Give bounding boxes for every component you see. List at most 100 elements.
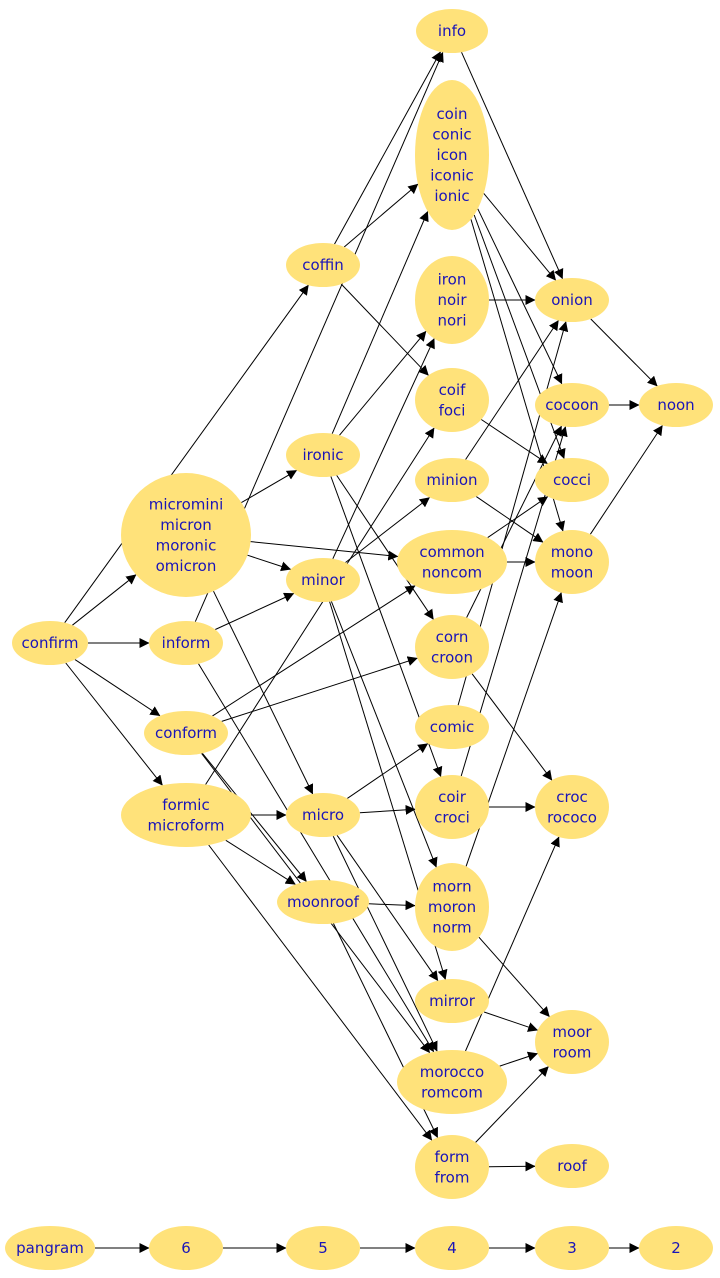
node-label: nori [437,312,466,330]
edge-morocco-to-croc [465,836,560,1052]
node-ellipse [535,1226,609,1270]
node-ellipse [149,1226,223,1270]
node-label: comic [430,718,474,736]
edge-micromini-to-common [250,541,399,561]
edge-micro-to-comic [347,743,429,799]
node-label: norm [432,919,471,937]
node-ellipse [535,1144,609,1188]
node-ellipse [535,383,609,427]
node-label: micro [302,806,344,824]
edge-coffin-to-coin [343,183,419,248]
edge-morn-to-moor [478,936,550,1017]
edge-micro-to-mirror [336,835,439,982]
node-ellipse [416,9,488,53]
node-ellipse [121,473,251,597]
edge-ironic-to-corn [336,475,434,620]
node-ellipse [415,979,489,1023]
node-label: 5 [318,1239,328,1257]
node-label: 4 [447,1239,457,1257]
node-ellipse [535,278,609,322]
node-label: form [435,1148,470,1166]
node-ellipse [535,775,609,839]
node-label: cocoon [545,396,599,414]
node-onion: onion [535,278,609,322]
edge-confirm-to-coffin [64,284,309,623]
edge-micro-to-morocco [332,835,438,1052]
node-label: romcom [421,1083,483,1101]
node-ellipse [5,1226,95,1270]
nodes-layer: infocoinconiciconiconicioniccoffinironno… [5,9,713,1270]
node-ellipse [415,775,489,839]
node-ellipse [121,783,251,847]
edge-minor-to-morn [330,601,438,868]
node-ellipse [149,621,223,665]
node-ellipse [639,383,713,427]
edge-moonroof-to-morn [368,900,416,911]
edge-coffin-to-info [334,51,441,245]
node-ellipse [277,880,369,924]
node-ellipse [12,621,88,665]
node-label: moor [552,1023,592,1041]
edge-confirm-to-micromini [72,574,137,626]
node-label: iron [438,271,467,289]
node-ellipse [397,1050,507,1114]
node-label: coir [438,788,467,806]
node-label: moron [428,898,476,916]
node-ellipse [286,558,360,602]
node-label: from [435,1168,470,1186]
node-label: conform [155,724,217,742]
node-label: formic [162,796,209,814]
node-label: morn [432,878,471,896]
node-label: pangram [16,1239,84,1257]
node-moor: moor room [535,1010,609,1074]
node-ellipse [286,793,360,837]
node-label: moon [551,563,593,581]
node-ellipse [415,80,489,230]
node-label: moronic [156,536,217,554]
node-ellipse [535,458,609,502]
node-label: coin [436,105,467,123]
edges-layer [64,51,663,1253]
node-n3: 3 [535,1226,609,1270]
node-label: room [553,1043,592,1061]
node-n6: 6 [149,1226,223,1270]
node-info: info [416,9,488,53]
node-label: noir [437,291,467,309]
node-ellipse [415,256,489,344]
edge-morocco-to-moor [499,1051,538,1067]
node-pangram: pangram [5,1226,95,1270]
edge-coif-to-cocci [481,419,548,465]
edge-micromini-to-minor [247,554,292,572]
node-noon: noon [639,383,713,427]
node-label: ionic [434,187,469,205]
node-label: iconic [430,167,474,185]
node-label: moonroof [287,893,360,911]
node-n4: 4 [415,1226,489,1270]
edge-onion-to-noon [590,318,658,387]
node-label: coffin [302,256,343,274]
edge-inform-to-morocco [198,663,435,1053]
node-ellipse [415,1226,489,1270]
node-label: info [438,22,466,40]
node-label: onion [551,291,593,309]
node-ellipse [415,368,489,432]
node-label: noncom [422,563,482,581]
edge-confirm-to-conform [74,659,161,717]
edge-conform-to-moonroof [202,752,307,882]
node-ellipse [415,458,489,502]
edge-micro-to-coir [359,804,416,815]
node-label: confirm [22,634,79,652]
node-n5: 5 [286,1226,360,1270]
node-ellipse [535,1010,609,1074]
node-label: minion [426,471,477,489]
edge-inform-to-minor [215,592,295,630]
node-ironic: ironic [286,433,360,477]
node-label: micron [160,516,212,534]
node-comic: comic [415,705,489,749]
edge-common-to-cocci [487,496,549,539]
node-label: common [419,543,484,561]
